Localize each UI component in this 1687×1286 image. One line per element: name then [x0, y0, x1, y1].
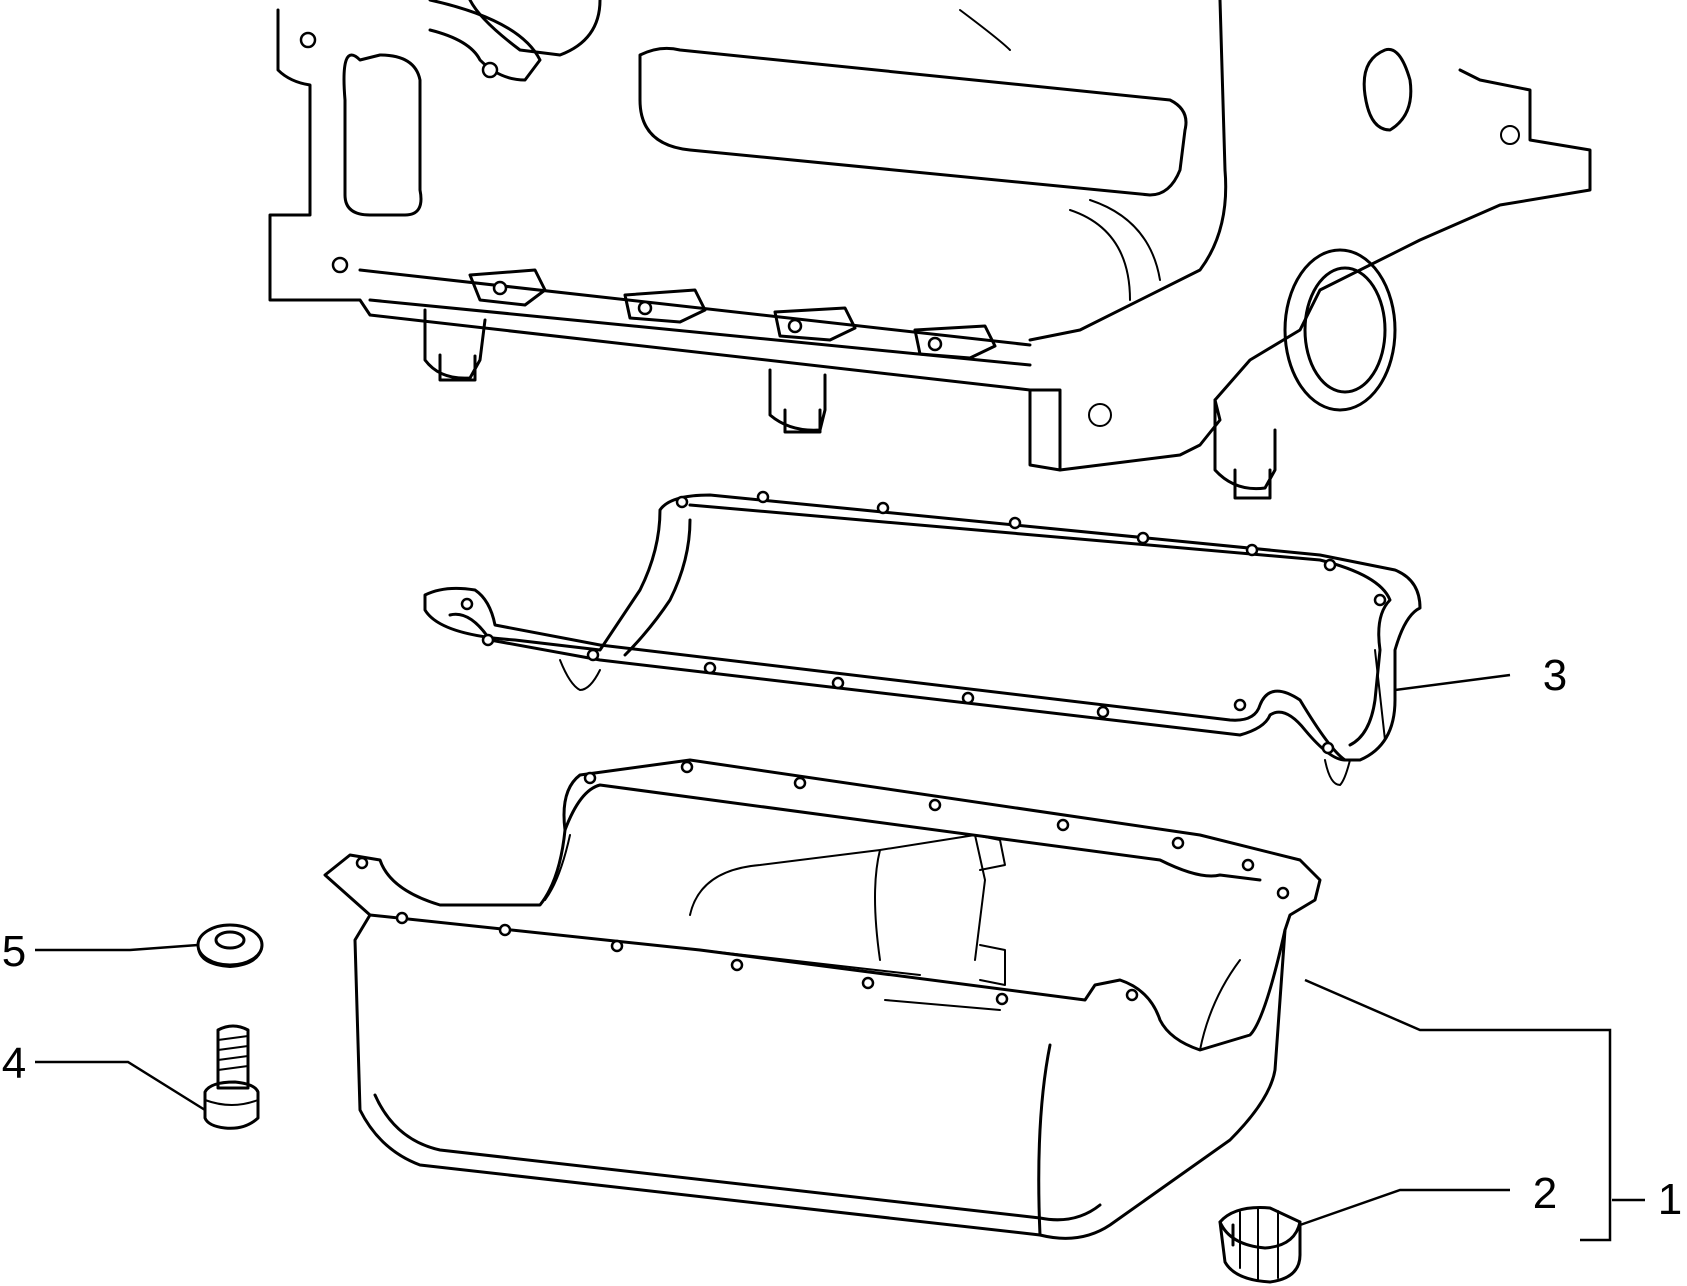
drain-plug: [1218, 1206, 1302, 1284]
callout-1: 1: [1658, 1175, 1682, 1224]
leader-lines: [35, 673, 1645, 1242]
callout-2: 2: [1533, 1169, 1557, 1218]
leader-2: [1299, 1188, 1510, 1227]
oil-pan-bolt: [203, 1024, 260, 1130]
callout-4: 4: [2, 1039, 26, 1088]
leader-3: [1394, 673, 1511, 692]
leader-1: [1304, 978, 1612, 1242]
callout-5: 5: [2, 927, 26, 976]
leader-5: [35, 943, 199, 952]
oil-pan-gasket: [423, 490, 1422, 786]
washer: [196, 923, 264, 968]
leader-4: [35, 1060, 206, 1112]
engine-block: [268, 0, 1592, 500]
oil-pan: [323, 758, 1322, 1240]
callout-3: 3: [1543, 651, 1567, 700]
callout-labels: 3 5 4 2 1: [2, 651, 1682, 1224]
